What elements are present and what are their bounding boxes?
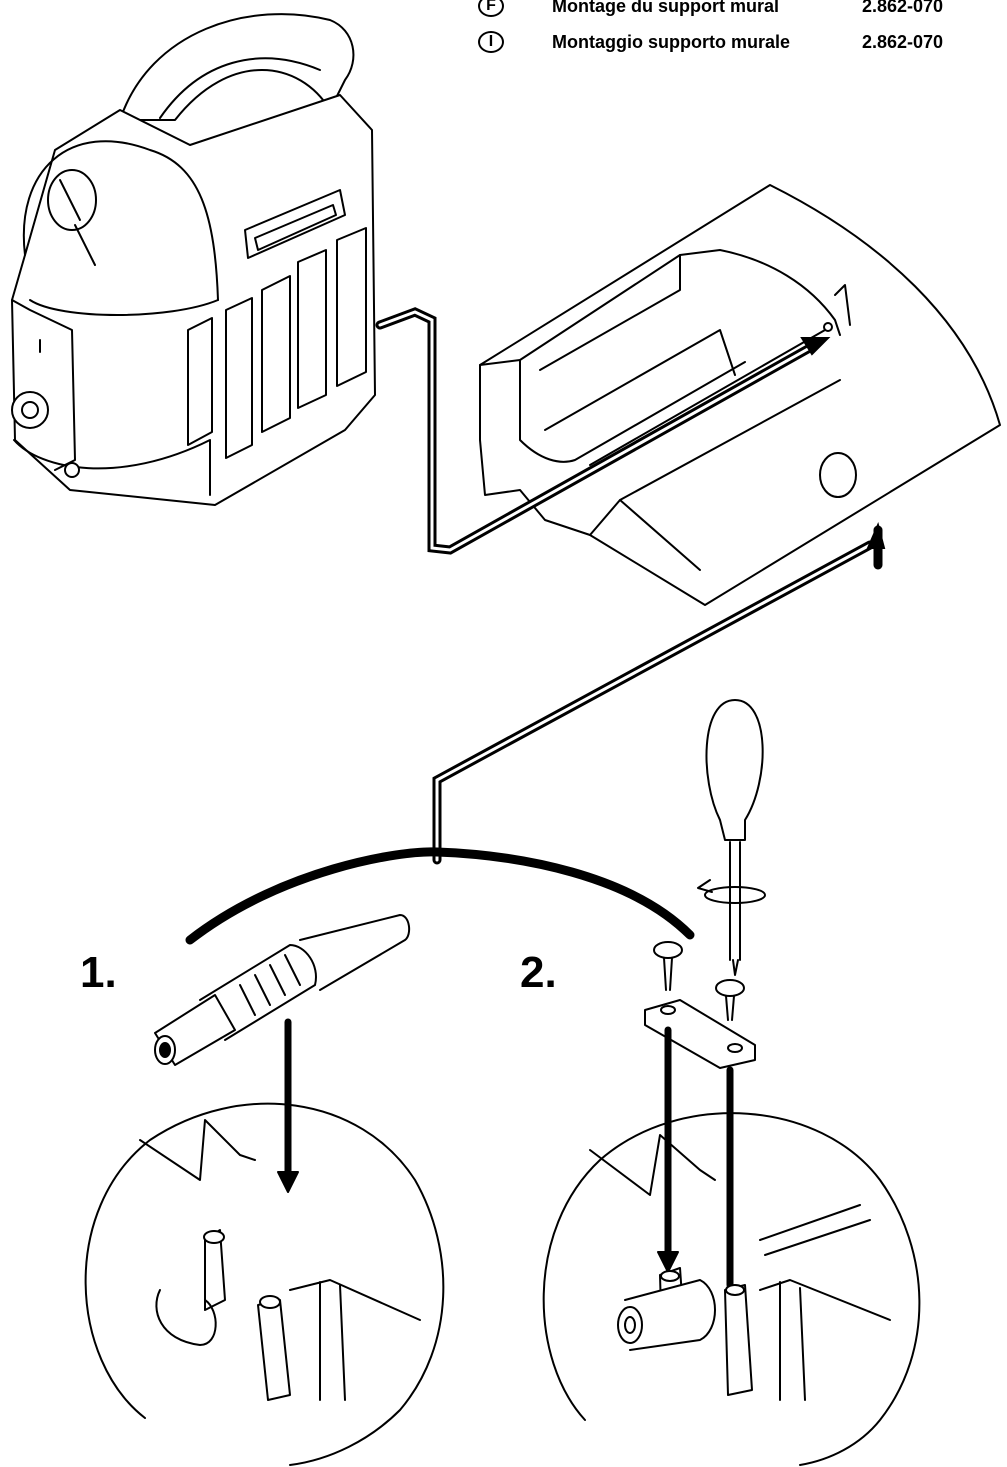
legend-part-number-i: 2.862-070 [862,31,944,52]
detail-group-curve [185,847,695,945]
legend-part-number-f: 2.862-070 [862,0,944,16]
legend-title-f: Montage du support mural [552,0,779,16]
screwdriver [697,699,766,976]
appliance-unit [11,13,376,506]
detail-circle-2 [542,1112,921,1466]
language-badge-f: F [478,0,504,17]
insert-arrow-2 [657,1026,734,1289]
legend-title-i: Montaggio supporto murale [552,31,790,52]
cable-plug [154,914,411,1066]
step-number-1: 1. [80,948,117,997]
detail-circle-1 [84,1102,445,1466]
wall-bracket [479,184,1001,606]
mounting-arrows [375,307,886,865]
insert-arrow-1 [277,1018,299,1193]
step-number-2: 2. [520,948,557,997]
language-badge-i: I [478,31,504,53]
mounting-plate [644,999,756,1069]
legend-row-f: F Montage du support mural 2.862-070 [470,0,1000,20]
screws [653,941,745,1021]
legend-row-i: I Montaggio supporto murale 2.862-070 [470,28,1000,56]
